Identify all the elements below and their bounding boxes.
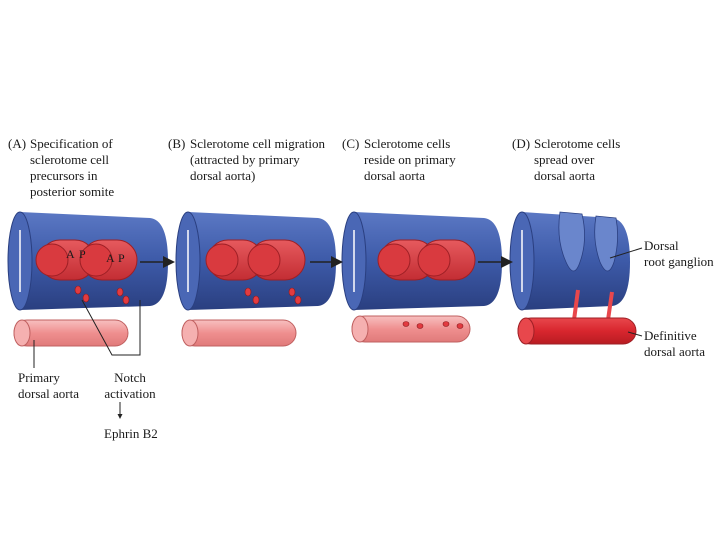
sclerotome-cells-c (402, 321, 464, 329)
primary-aorta-b (181, 319, 297, 347)
leader-definitive-aorta (627, 331, 643, 337)
label-notch-activation: Notch activation (104, 370, 156, 401)
panel-a: A P A P (7, 211, 168, 347)
panel-a-text: Specification of sclerotome cell precurs… (30, 136, 115, 199)
sclerotome-cells-b (244, 287, 302, 305)
label-ephrin-b2: Ephrin B2 (104, 426, 158, 441)
label-primary-dorsal-aorta: Primary dorsal aorta (18, 370, 80, 401)
panel-d-letter: (D) (512, 136, 531, 151)
panel-b-letter: (B) (168, 136, 186, 151)
label-definitive-dorsal-aorta: Definitive dorsal aorta (644, 328, 706, 359)
somite-label-p2: P (118, 251, 125, 265)
panel-c-letter: (C) (342, 136, 360, 151)
somite-label-p1: P (79, 247, 86, 261)
primary-aorta-c (351, 315, 471, 343)
primary-aorta-a (13, 319, 129, 347)
leader-notch (81, 299, 141, 356)
sclerotome-vessel-1 (572, 289, 580, 321)
panel-a-letter: (A) (8, 136, 27, 151)
somite-label-a1: A (66, 247, 75, 261)
sclerotome-cells-a (74, 285, 130, 305)
panel-c (341, 211, 502, 343)
panel-d (509, 211, 637, 345)
somite-label-a2: A (106, 251, 115, 265)
label-dorsal-root-ganglion: Dorsal root ganglion (644, 238, 714, 269)
panel-b-text: Sclerotome cell migration (attracted by … (190, 136, 326, 183)
panel-c-text: Sclerotome cells reside on primary dorsa… (364, 136, 456, 183)
leader-drg (609, 247, 643, 259)
dorsal-root-ganglion-1 (558, 211, 585, 272)
sclerotome-vessel-2 (606, 291, 614, 321)
definitive-aorta (517, 317, 637, 345)
panel-b (175, 211, 336, 347)
panel-d-text: Sclerotome cells spread over dorsal aort… (534, 136, 621, 183)
